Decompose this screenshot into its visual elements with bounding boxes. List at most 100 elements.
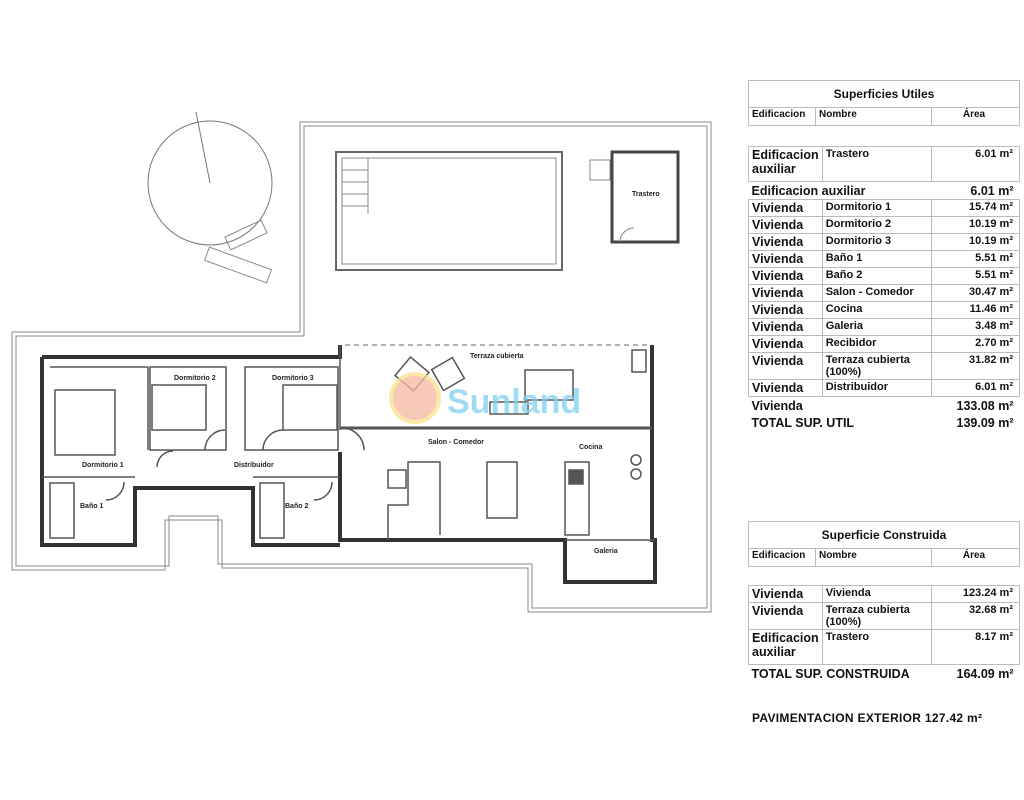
nombre-cell: Salon - Comedor [821, 284, 933, 302]
edificacion-cell: Vivienda [748, 216, 823, 234]
nombre-cell: Cocina [821, 301, 933, 319]
paving-outline [11, 121, 712, 613]
edificacion-cell: Vivienda [748, 199, 823, 217]
edificacion-cell: Vivienda [748, 318, 823, 336]
edificacion-cell: Vivienda [748, 250, 823, 268]
area-cell: 6.01 m² [931, 379, 1020, 397]
edificacion-cell: Edificacion auxiliar [748, 629, 823, 665]
room-label-distribuidor: Distribuidor [234, 462, 274, 469]
nombre-cell: Distribuidor [821, 379, 933, 397]
area-cell: 5.51 m² [931, 267, 1020, 285]
nombre-cell: Baño 1 [821, 250, 933, 268]
floor-plan: Sunland Trastero Dormitorio 1 Dormitorio… [11, 111, 712, 613]
nombre-cell: Trastero [821, 146, 933, 182]
vivienda-subtotal-row: Vivienda 133.08 m² [749, 397, 1020, 415]
area-cell: 10.19 m² [931, 216, 1020, 234]
edificacion-cell: Vivienda [748, 284, 823, 302]
room-label-bano-2: Baño 2 [285, 503, 308, 510]
room-label-bano-1: Baño 1 [80, 503, 103, 510]
room-label-trastero: Trastero [632, 191, 660, 198]
summary-area: 133.08 m² [956, 399, 1014, 413]
nombre-cell: Baño 2 [821, 267, 933, 285]
room-label-dormitorio-3: Dormitorio 3 [272, 375, 314, 382]
edificacion-cell: Vivienda [748, 301, 823, 319]
col-header: Área [931, 107, 1020, 126]
sunland-watermark: Sunland [389, 372, 581, 424]
pool [335, 151, 563, 271]
pavimentacion-exterior: PAVIMENTACION EXTERIOR 127.42 m² [752, 711, 983, 725]
room-label-salon: Salon - Comedor [428, 439, 484, 446]
area-cell: 5.51 m² [931, 250, 1020, 268]
summary-area: 164.09 m² [956, 667, 1014, 681]
summary-label: TOTAL SUP. UTIL [751, 416, 855, 430]
edificacion-cell: Vivienda [748, 233, 823, 251]
area-cell: 8.17 m² [931, 629, 1020, 665]
lounger [203, 246, 273, 284]
nombre-cell: Galeria [821, 318, 933, 336]
room-label-terraza: Terraza cubierta [470, 353, 524, 360]
summary-label: Vivienda [751, 399, 803, 413]
area-cell: 6.01 m² [931, 146, 1020, 182]
area-cell: 11.46 m² [931, 301, 1020, 319]
nombre-cell: Dormitorio 3 [821, 233, 933, 251]
area-cell: 15.74 m² [931, 199, 1020, 217]
area-cell: 10.19 m² [931, 233, 1020, 251]
area-cell: 123.24 m² [931, 585, 1020, 603]
nombre-cell: Dormitorio 2 [821, 216, 933, 234]
room-label-cocina: Cocina [579, 444, 602, 451]
edificacion-cell: Vivienda [748, 267, 823, 285]
aux-subtotal-row: Edificacion auxiliar 6.01 m² [749, 182, 1020, 200]
house-walls [40, 345, 657, 584]
room-label-galeria: Galeria [594, 548, 618, 555]
area-cell: 3.48 m² [931, 318, 1020, 336]
total-util-row: TOTAL SUP. UTIL 139.09 m² [749, 414, 1020, 431]
lounger [224, 219, 268, 251]
room-label-dormitorio-1: Dormitorio 1 [82, 462, 124, 469]
edificacion-cell: Vivienda [748, 379, 823, 397]
summary-area: 139.09 m² [956, 416, 1014, 430]
nombre-cell: Terraza cubierta (100%) [821, 602, 933, 630]
summary-area: 6.01 m² [970, 184, 1014, 198]
room-label-dormitorio-2: Dormitorio 2 [174, 375, 216, 382]
watermark-text: Sunland [447, 383, 581, 421]
table-title: Superficies Utiles [748, 80, 1020, 108]
nombre-cell: Terraza cubierta (100%) [821, 352, 933, 380]
edificacion-cell: Vivienda [748, 352, 823, 380]
parasol [147, 120, 273, 246]
total-construida-row: TOTAL SUP. CONSTRUIDA 164.09 m² [749, 665, 1020, 683]
col-header: Nombre [815, 548, 932, 567]
area-cell: 30.47 m² [931, 284, 1020, 302]
nombre-cell: Recibidor [821, 335, 933, 353]
edificacion-cell: Edificacion auxiliar [748, 146, 823, 182]
col-header: Nombre [815, 107, 932, 126]
col-header: Edificacion [748, 548, 816, 567]
summary-label: TOTAL SUP. CONSTRUIDA [751, 667, 910, 681]
edificacion-cell: Vivienda [748, 585, 823, 603]
col-header: Área [931, 548, 1020, 567]
area-cell: 2.70 m² [931, 335, 1020, 353]
trastero-building [610, 150, 680, 244]
edificacion-cell: Vivienda [748, 602, 823, 630]
summary-label: Edificacion auxiliar [751, 184, 866, 198]
col-header: Edificacion [748, 107, 816, 126]
nombre-cell: Trastero [821, 629, 933, 665]
area-cell: 31.82 m² [931, 352, 1020, 380]
nombre-cell: Vivienda [821, 585, 933, 603]
area-cell: 32.68 m² [931, 602, 1020, 630]
